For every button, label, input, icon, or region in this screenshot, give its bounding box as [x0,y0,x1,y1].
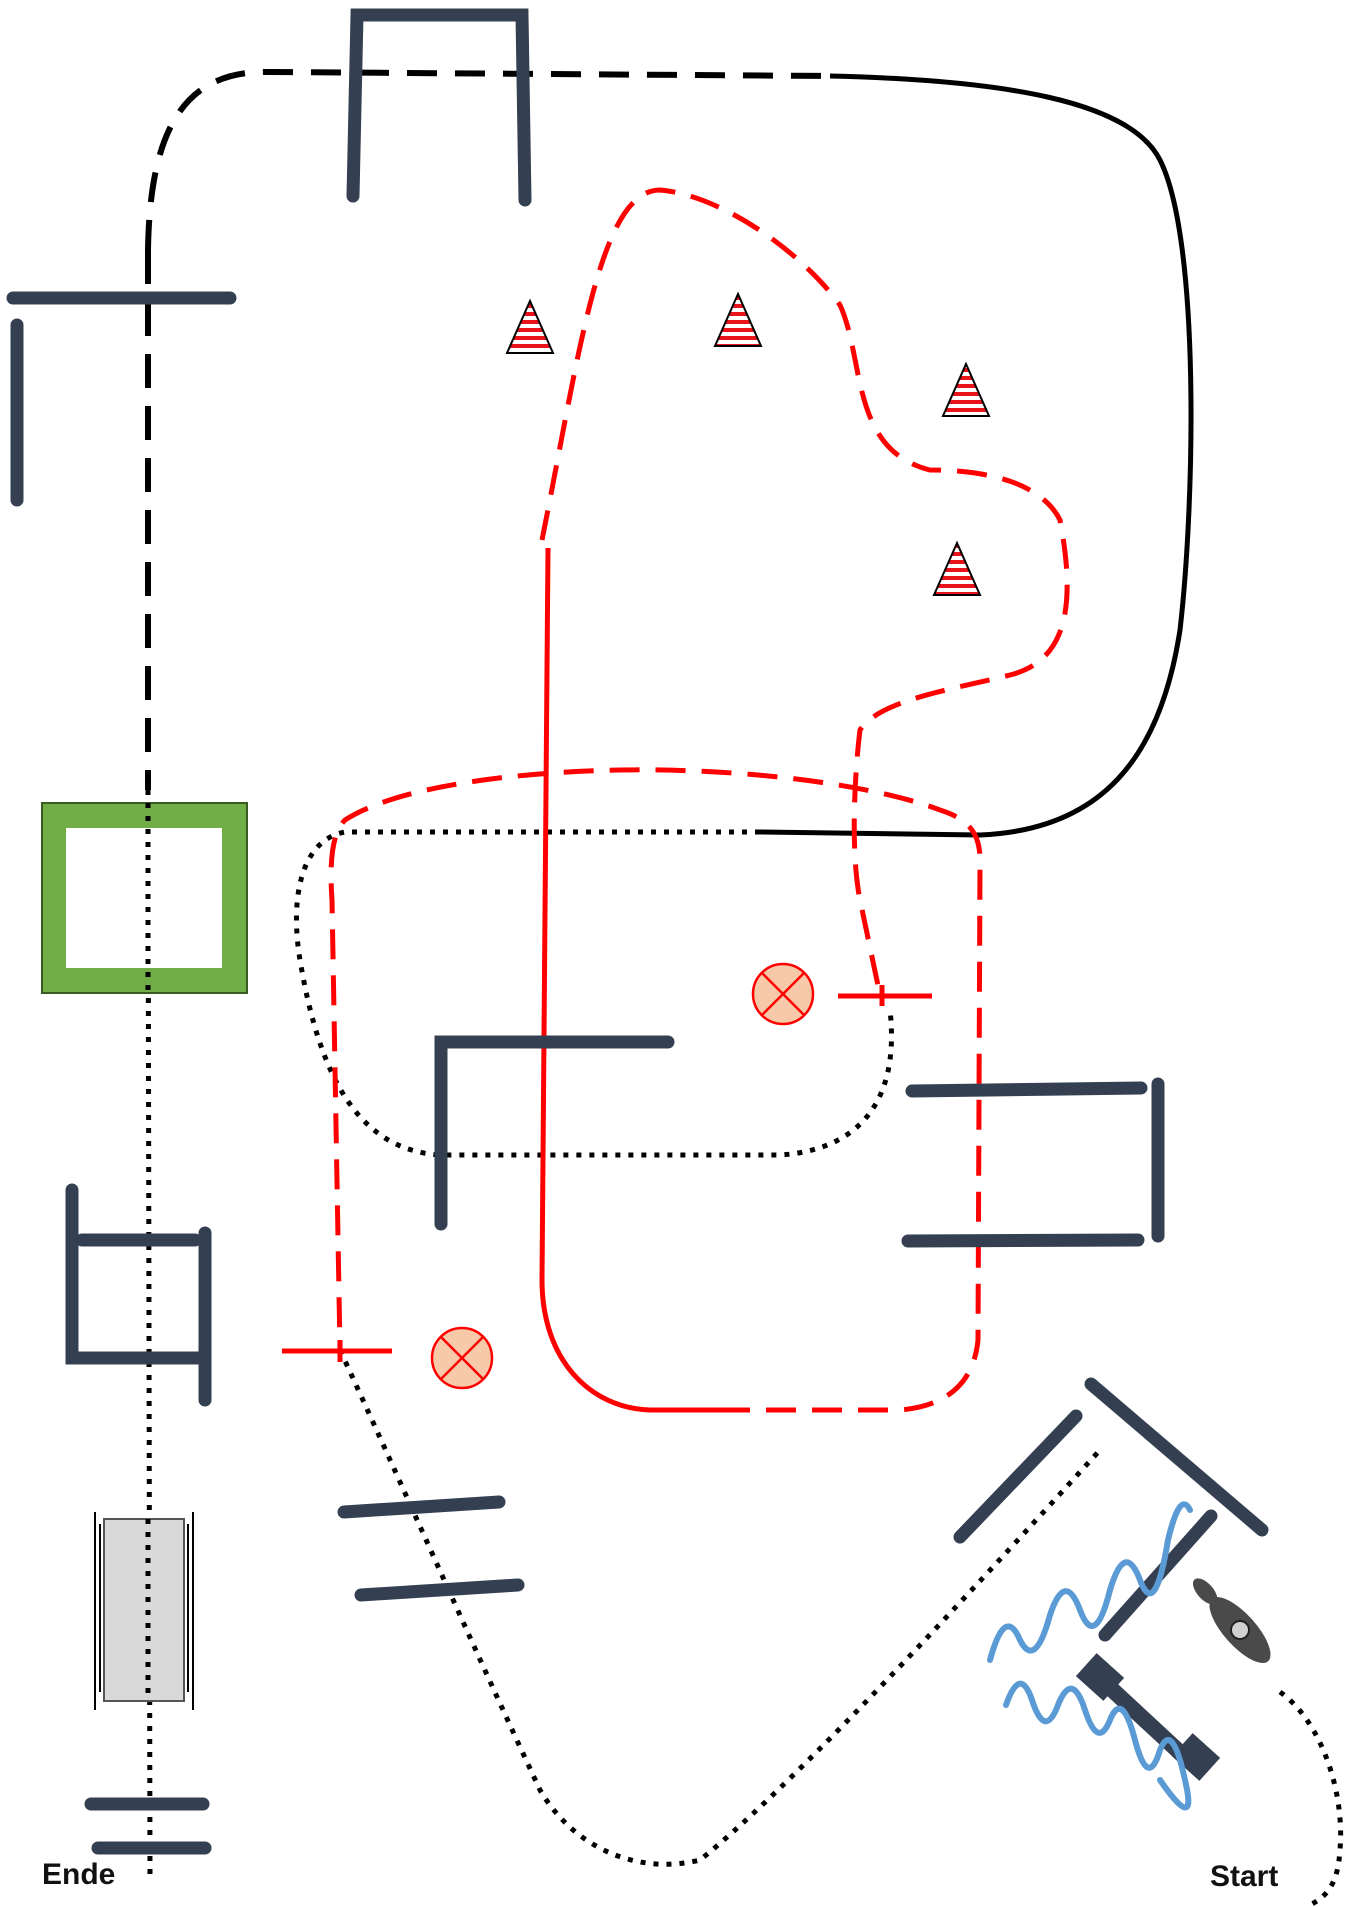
cones [505,291,991,596]
obstacle-chute-left [953,1409,1083,1544]
green-box [41,802,248,994]
spring-lower [1003,1680,1192,1811]
route-red-lower-dashed [328,767,983,1413]
route-red-upper-dashed [539,187,1070,996]
start-label: Start [1210,1860,1279,1893]
route-red [328,187,1070,1413]
route-black [145,68,1344,1907]
traffic-cone-icon [932,540,982,596]
obstacle-bar-lower-2 [354,1578,525,1602]
route-black-solid-loop [759,73,1194,838]
circle-cross-icon [430,1326,494,1390]
red-gates [282,985,932,1362]
obstacle-right-box-bottom [901,1233,1145,1248]
traffic-cone-icon [713,291,763,347]
spring-upper [987,1501,1193,1663]
trailer-icon [94,1512,194,1710]
obstacle-middle-l [434,1035,675,1231]
route-red-solid [539,547,720,1413]
route-black-top-dashed [145,68,831,251]
obstacle-bar-lower-1 [337,1495,506,1519]
traffic-cone-icon [505,298,555,354]
circle-cross-icon [751,962,815,1026]
obstacles [6,8,1269,1855]
end-label: Ende [42,1858,116,1891]
obstacle-top-gate [346,8,532,207]
obstacle-left-box [65,1183,205,1365]
route-black-dotted-start [1278,1689,1344,1907]
obstacle-chute-right [1084,1377,1269,1537]
springs [987,1501,1193,1811]
obstacle-dumbbell [1075,1653,1221,1781]
horse-rider-icon [1192,1578,1271,1663]
obstacle-right-box-top [905,1081,1148,1098]
route-black-dotted-lower [337,1348,1102,1867]
traffic-cone-icon [941,361,991,417]
